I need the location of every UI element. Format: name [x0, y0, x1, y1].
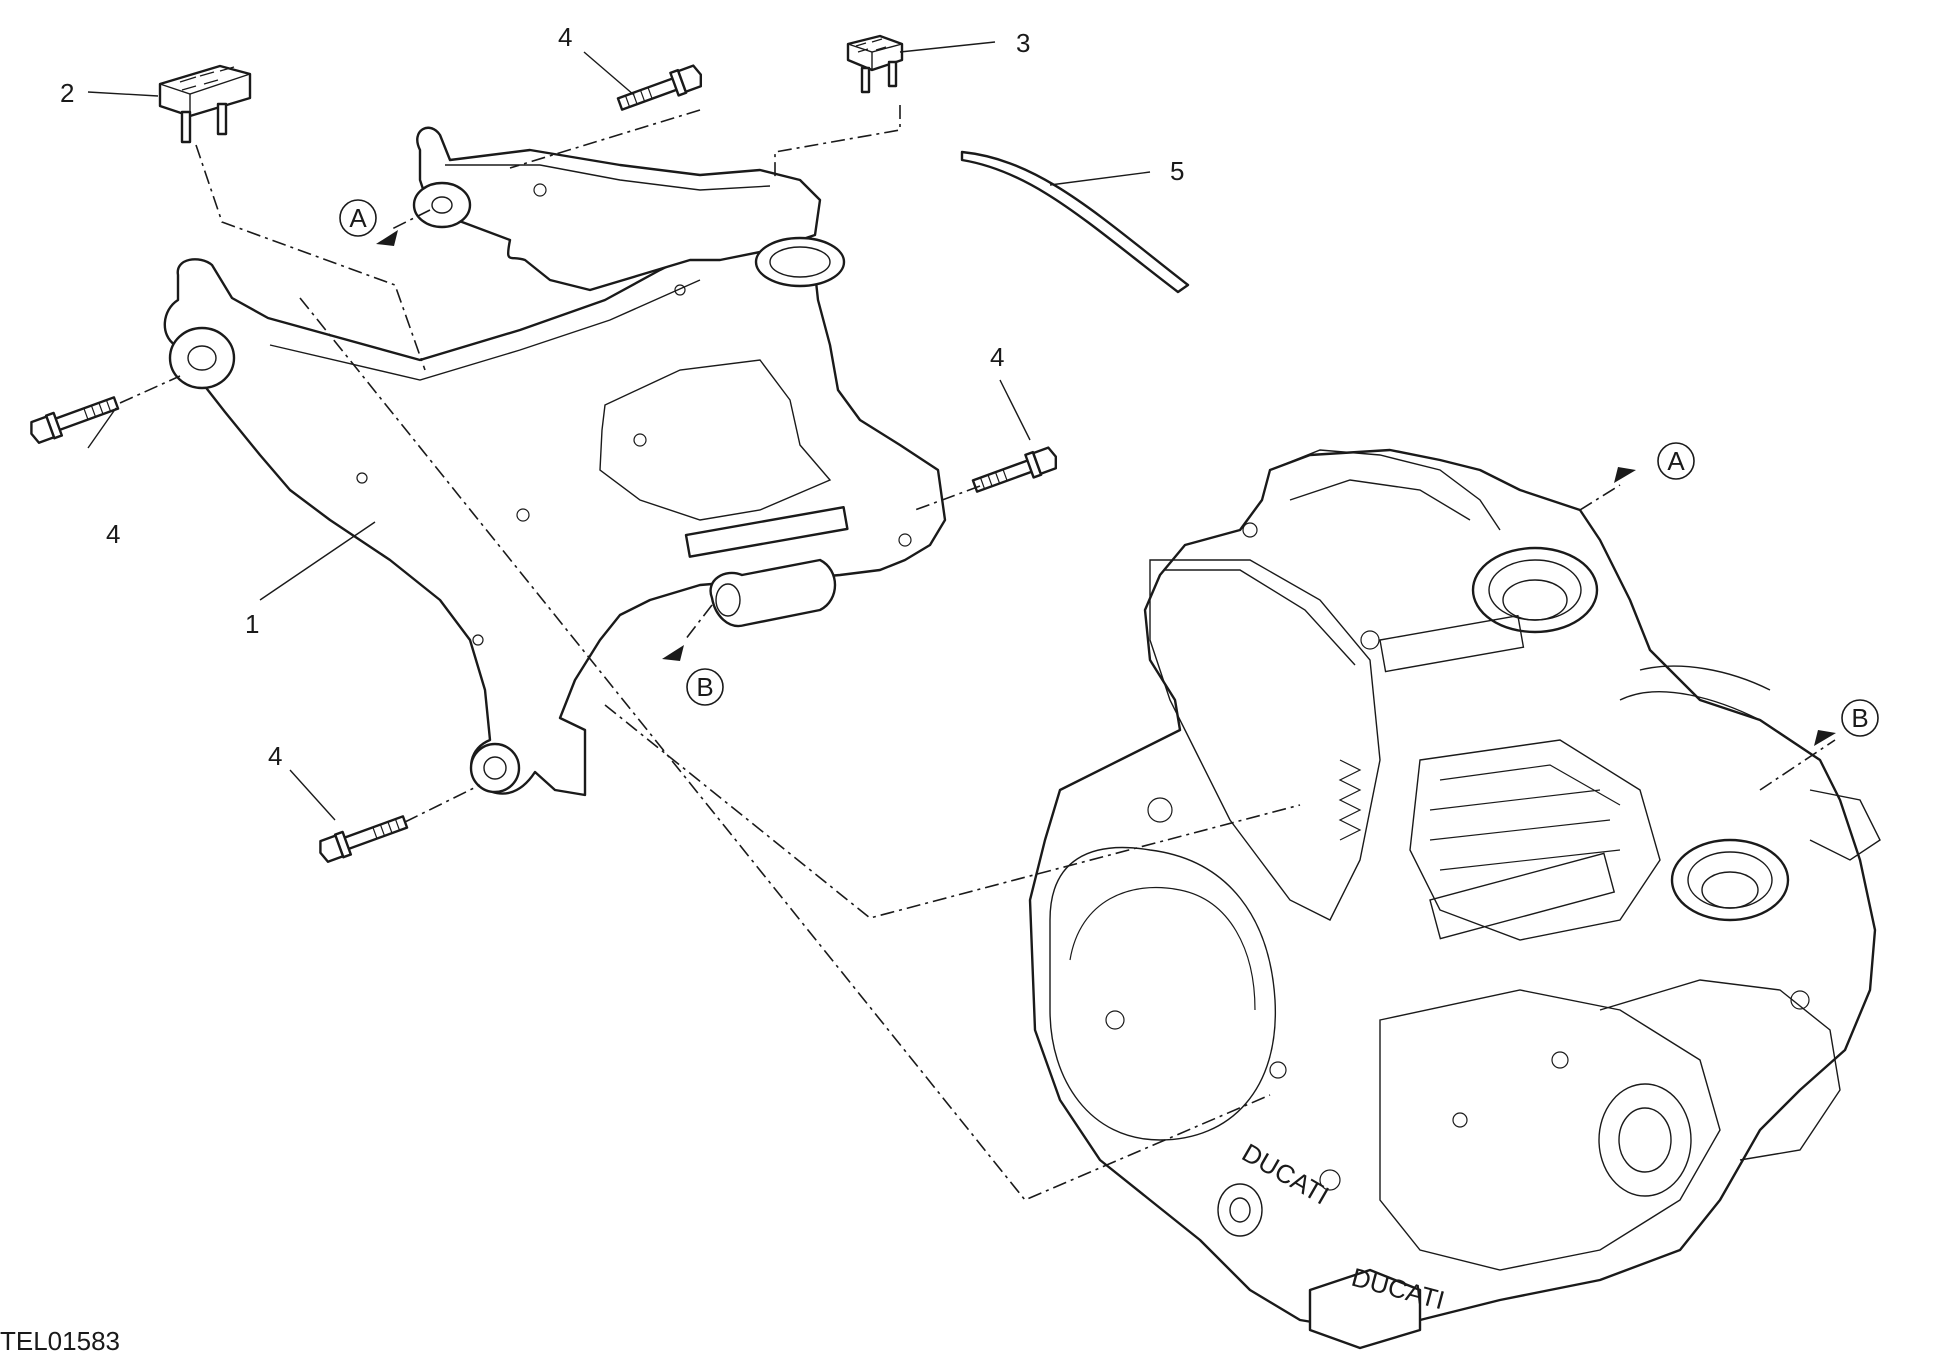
arrow-b-engine — [1814, 730, 1836, 746]
reference-a-frame: A — [339, 199, 377, 237]
callout-4-top: 4 — [558, 22, 635, 96]
screw-right — [971, 446, 1058, 493]
reference-b-frame-label: B — [696, 672, 713, 702]
rubber-block-part-2 — [158, 64, 252, 144]
reference-a-frame-label: A — [349, 203, 367, 233]
callout-3: 3 — [899, 28, 1030, 58]
callout-4-right: 4 — [990, 342, 1031, 441]
reference-a-engine: A — [1657, 442, 1695, 480]
callout-4-left-label: 4 — [106, 519, 120, 549]
direction-arrows — [376, 230, 1836, 746]
callout-5: 5 — [1049, 156, 1184, 186]
callout-1: 1 — [245, 521, 376, 639]
screw-left — [30, 396, 120, 444]
rubber-strip-part-5 — [960, 150, 1190, 294]
callout-3-label: 3 — [1016, 28, 1030, 58]
arrow-a-engine — [1614, 467, 1636, 483]
callout-2: 2 — [60, 78, 159, 108]
callout-4-bottom-label: 4 — [268, 741, 282, 771]
reference-b-engine: B — [1841, 699, 1879, 737]
arrow-b-frame — [662, 645, 684, 661]
callout-4-top-label: 4 — [558, 22, 572, 52]
callout-4-left: 4 — [87, 407, 120, 549]
reference-a-engine-label: A — [1667, 446, 1685, 476]
engine-assembly: DUCATI DUCATI — [1028, 448, 1881, 1350]
callout-1-label: 1 — [245, 609, 259, 639]
screw-top — [616, 64, 703, 111]
arrow-a-frame — [376, 230, 398, 246]
reference-b-engine-label: B — [1851, 703, 1868, 733]
assembly-lines — [119, 105, 1836, 1201]
reference-b-frame: B — [686, 668, 724, 706]
callout-4-bottom: 4 — [268, 741, 336, 821]
rubber-block-part-3 — [846, 34, 904, 94]
callout-5-label: 5 — [1170, 156, 1184, 186]
frame-part-1 — [163, 126, 947, 797]
callout-2-label: 2 — [60, 78, 74, 108]
callout-4-right-label: 4 — [990, 342, 1004, 372]
screw-bottom — [319, 815, 409, 863]
drawing-code: TEL01583 — [0, 1326, 120, 1356]
